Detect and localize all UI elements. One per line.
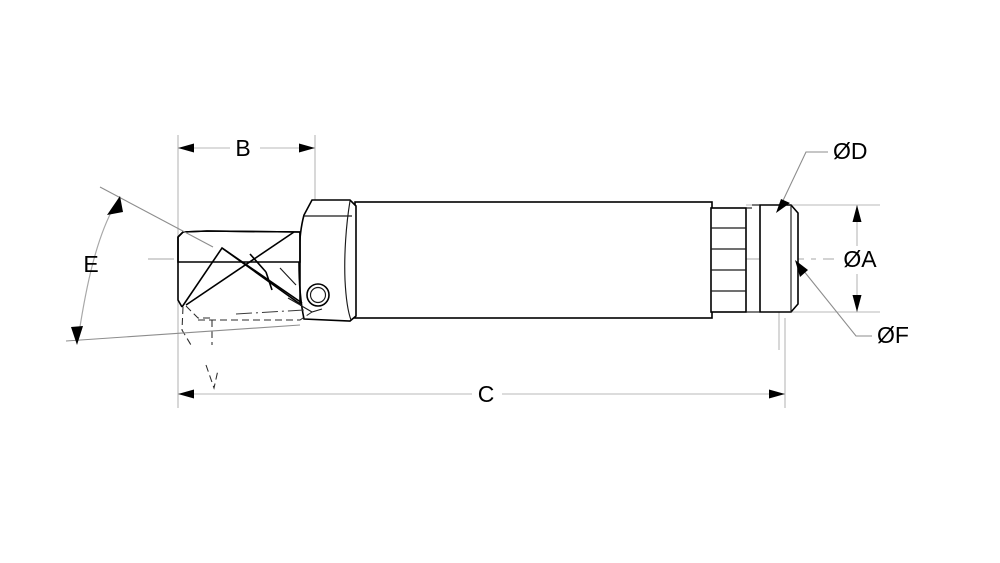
- dim-dia-a-label: ØA: [843, 246, 877, 272]
- cutting-insert-group: [177, 230, 303, 308]
- dim-e-label: E: [83, 251, 98, 277]
- dim-dia-d-arrow: [776, 199, 790, 213]
- dim-dia-f-arrow: [795, 260, 808, 277]
- insert-lower-tip-line: [299, 304, 323, 313]
- hidden-lower-vee: [205, 364, 219, 390]
- dim-dia-a-arrow-top: [852, 205, 862, 222]
- hidden-base-line: [198, 311, 313, 321]
- end-cap-group: [752, 204, 799, 313]
- insert-chisel-edge: [221, 247, 301, 305]
- dimension-dia-a-group: ØA: [834, 205, 886, 312]
- threaded-section-group: [710, 207, 752, 313]
- thread-section-outline: [710, 207, 747, 313]
- dim-c-text-bg: [472, 382, 502, 408]
- head-right-curve: [344, 200, 352, 321]
- dimension-b-group: B: [178, 135, 315, 162]
- dim-e-ref-line-upper: [99, 186, 214, 248]
- insert-top-body: [177, 230, 301, 263]
- dim-dia-d-leader: [778, 151, 828, 210]
- dim-b-arrow-right: [299, 143, 315, 153]
- dimension-e-group: E: [65, 186, 301, 345]
- dimension-c-group: C: [178, 381, 785, 408]
- dimension-dia-d-group: ØD: [776, 138, 868, 213]
- dimension-dia-f-group: ØF: [795, 260, 909, 348]
- dim-e-ref-line-lower: [65, 324, 301, 342]
- dim-c-arrow-left: [178, 389, 194, 399]
- dim-b-text-bg: [230, 136, 260, 162]
- insert-cutting-edge-diag: [185, 231, 295, 306]
- tool-head-group: [298, 199, 357, 322]
- insert-left-flank: [177, 237, 183, 308]
- end-cap-outline: [759, 204, 799, 313]
- dim-dia-a-arrow-bottom: [852, 295, 862, 312]
- dim-dia-a-text-bg: [834, 246, 886, 274]
- dim-dia-f-leader: [798, 264, 872, 337]
- insert-inner-detail-a: [279, 267, 297, 286]
- dim-c-label: C: [478, 381, 495, 407]
- hidden-leftmost-edge: [181, 306, 192, 346]
- dim-dia-f-label: ØF: [877, 322, 909, 348]
- dim-c-arrow-right: [769, 389, 785, 399]
- dim-e-arrow-lower: [71, 326, 83, 345]
- insert-upper-edge: [177, 230, 301, 238]
- hidden-flank-lower-left: [185, 305, 214, 319]
- dim-b-arrow-left: [178, 143, 194, 153]
- shank-body-group: [354, 201, 713, 319]
- dim-e-angle-arc: [78, 204, 116, 334]
- shank-body-outline: [354, 201, 713, 319]
- insert-relief-notch: [249, 253, 273, 291]
- phantom-insert-silhouette: [235, 309, 305, 315]
- insert-screw-hole-inner: [309, 286, 327, 304]
- insert-inner-detail-b: [287, 297, 303, 307]
- insert-hidden-lines-group: [181, 304, 323, 390]
- dim-e-arrow-upper: [107, 196, 123, 215]
- dim-dia-d-label: ØD: [833, 138, 868, 164]
- dim-b-label: B: [235, 135, 250, 161]
